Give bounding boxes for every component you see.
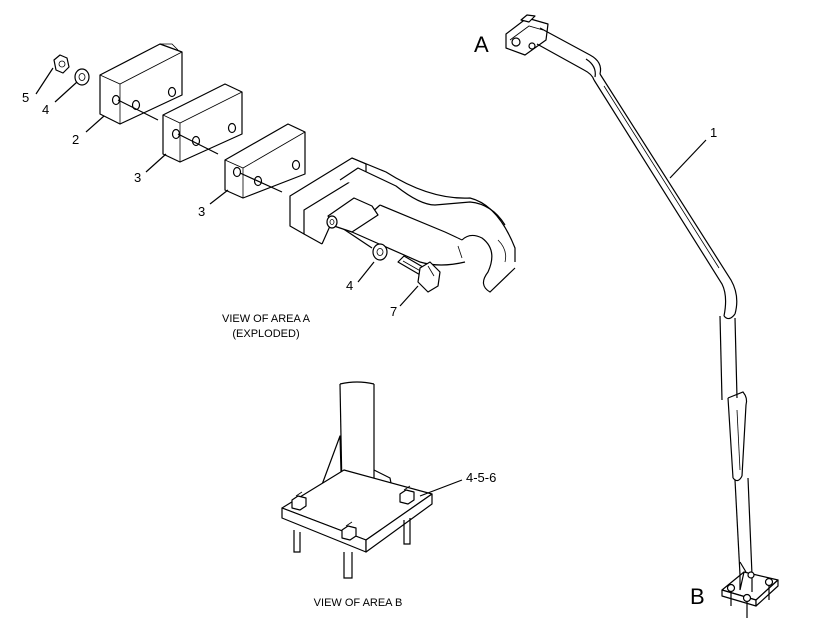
callout-part-4-lower: 4 bbox=[346, 278, 353, 293]
top-mount-bracket bbox=[505, 14, 549, 56]
washer-part-4-lower bbox=[372, 243, 388, 261]
handrail-end-bracket bbox=[289, 157, 516, 293]
view-b-caption: VIEW OF AREA B bbox=[314, 597, 403, 609]
area-a-label: A bbox=[474, 32, 489, 57]
bottom-mount-plate bbox=[721, 561, 779, 618]
callout-part-4-upper: 4 bbox=[42, 102, 49, 117]
base-bolts bbox=[291, 485, 415, 541]
bolt-part-7 bbox=[397, 255, 441, 293]
callout-part-1: 1 bbox=[710, 125, 717, 140]
nut-part-5 bbox=[53, 54, 70, 74]
exploded-view-area-a bbox=[35, 43, 516, 307]
callout-part-3-upper: 3 bbox=[134, 170, 141, 185]
view-area-b bbox=[281, 381, 463, 579]
callout-part-3-lower: 3 bbox=[198, 204, 205, 219]
callout-part-7: 7 bbox=[390, 304, 397, 319]
handrail-assembly bbox=[505, 14, 779, 618]
callout-part-5: 5 bbox=[22, 90, 29, 105]
area-b-label: B bbox=[690, 584, 705, 609]
plate-part-2 bbox=[99, 43, 183, 125]
callout-part-2: 2 bbox=[72, 132, 79, 147]
view-a-subcaption: (EXPLODED) bbox=[232, 328, 299, 340]
washer-part-4-upper bbox=[74, 68, 90, 86]
callout-parts-4-5-6: 4-5-6 bbox=[466, 470, 496, 485]
view-a-caption: VIEW OF AREA A bbox=[222, 313, 311, 325]
